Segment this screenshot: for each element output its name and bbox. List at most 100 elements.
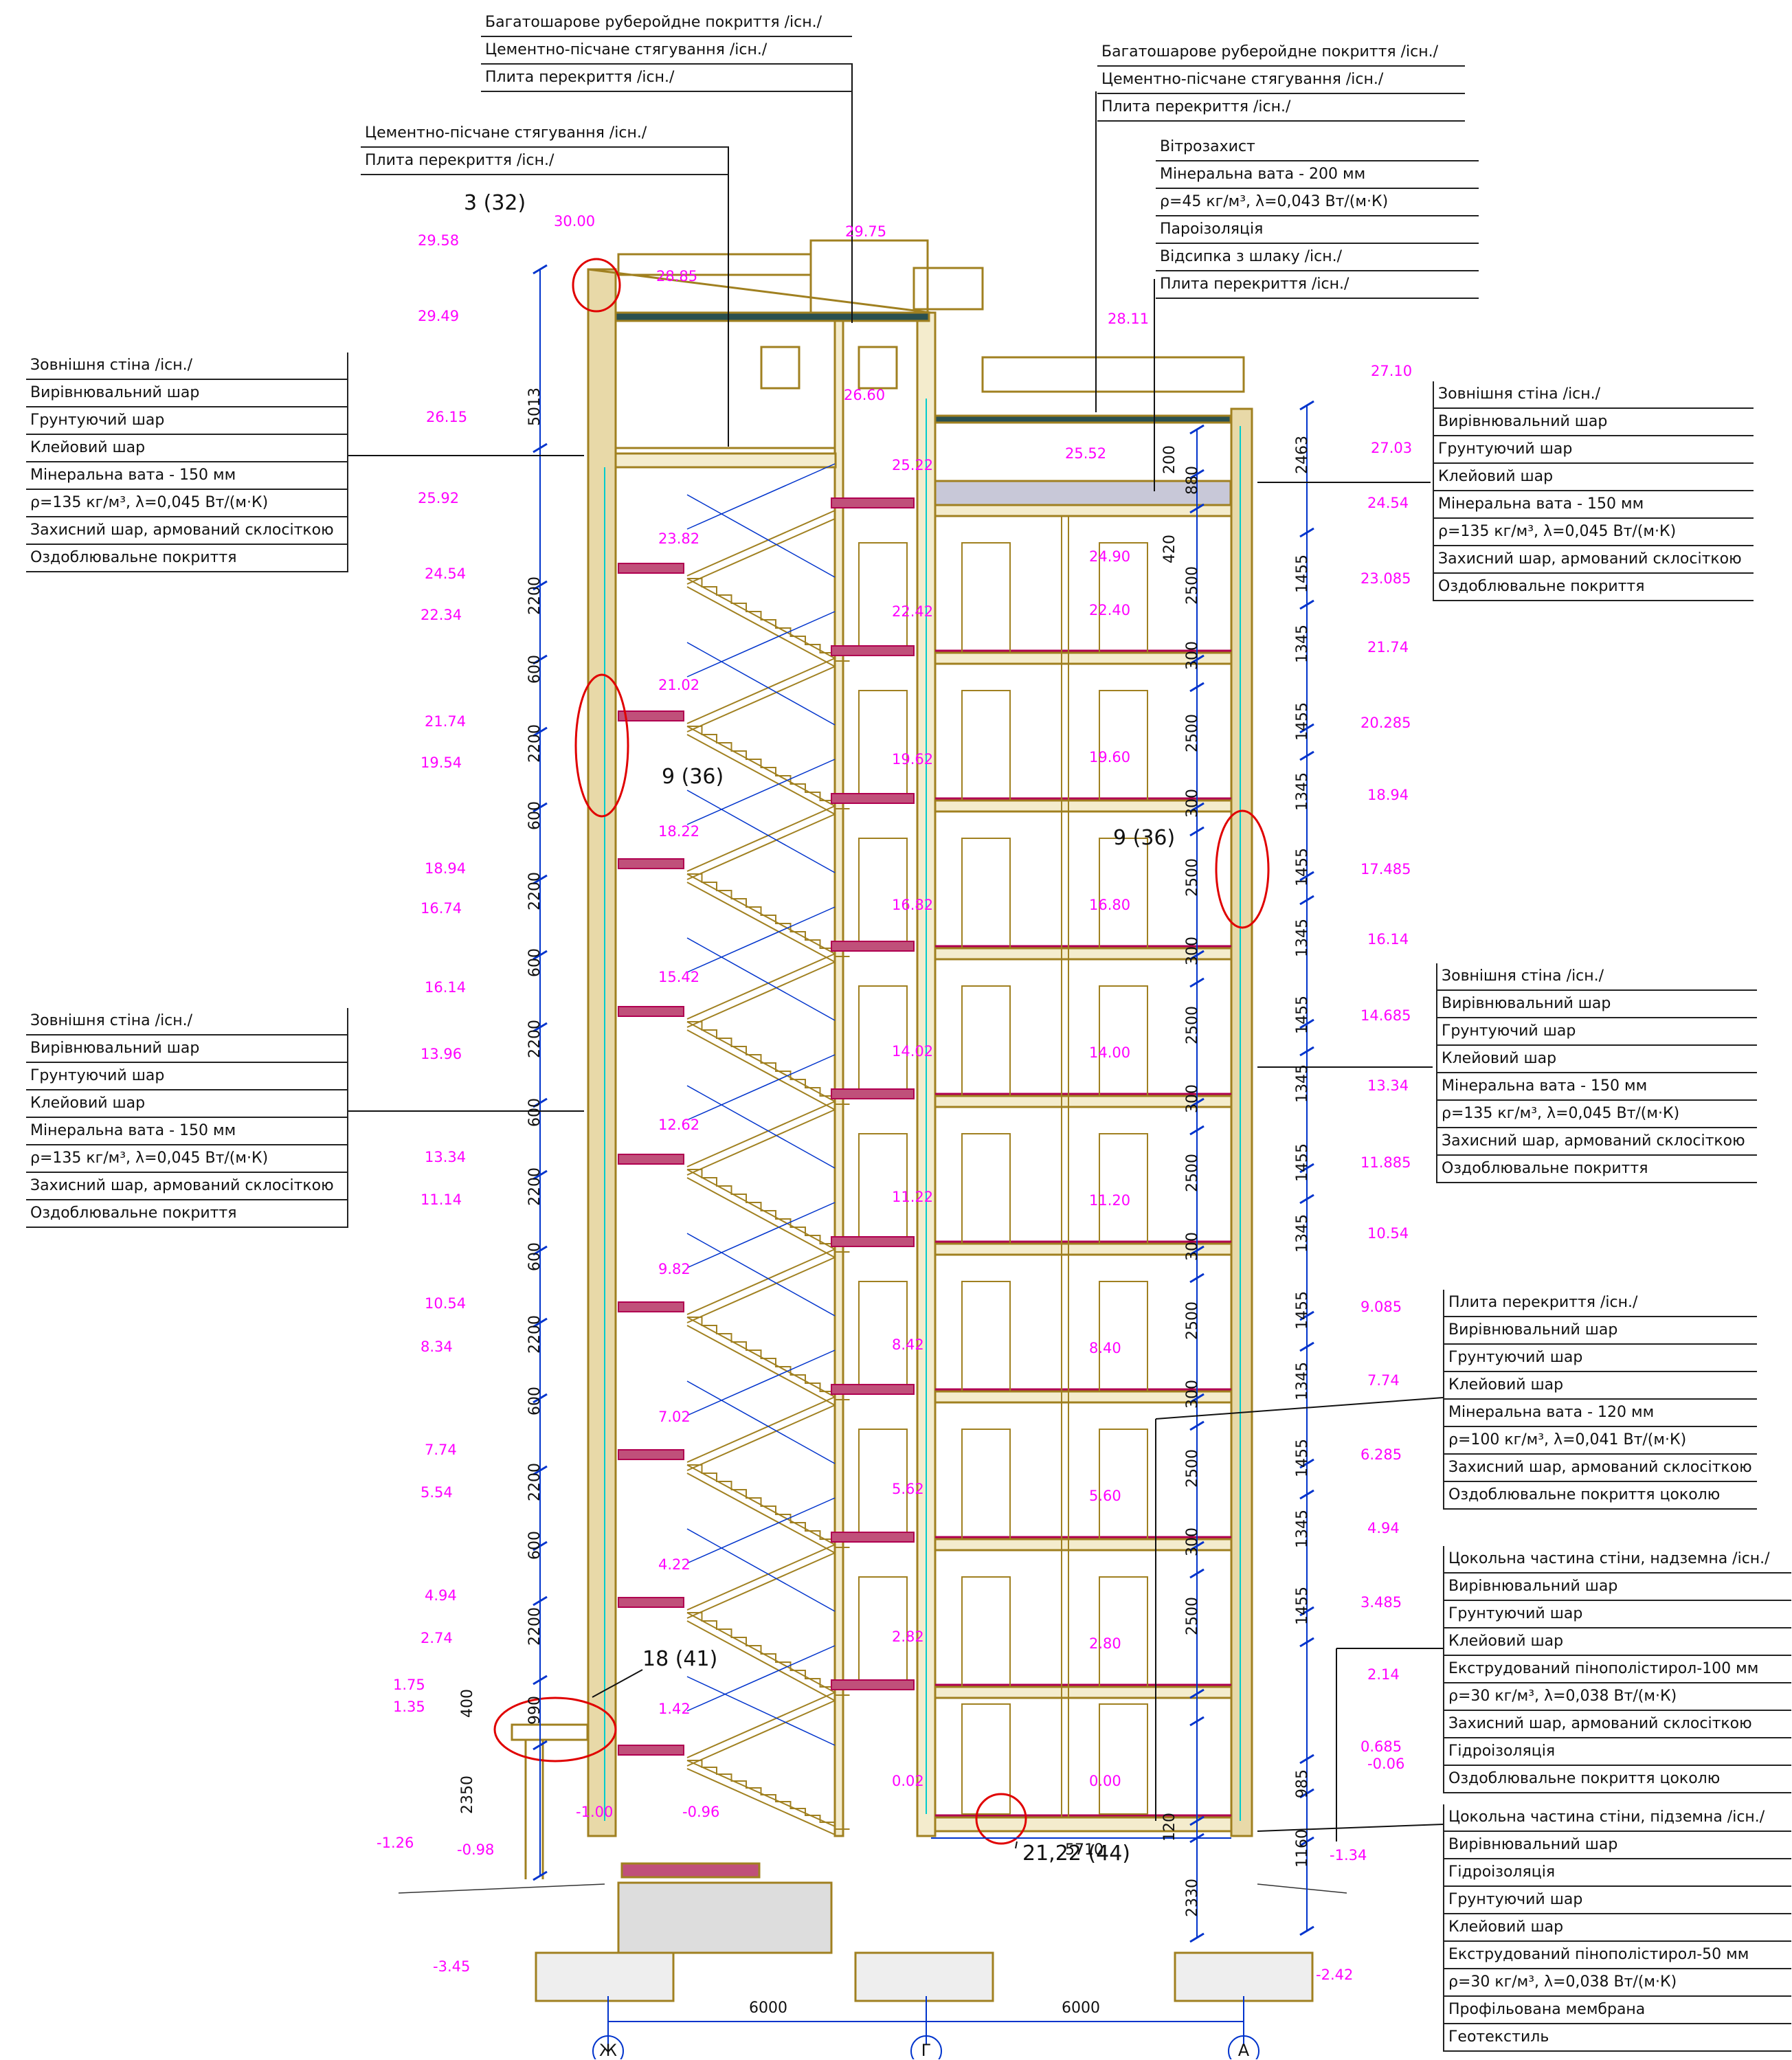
stair-railing <box>686 1645 836 1712</box>
elevation-mark: 1.42 <box>658 1701 691 1717</box>
ground-hatch <box>398 1883 1347 1894</box>
stair-steps <box>687 873 850 957</box>
elevation-mark: 5.54 <box>421 1484 453 1501</box>
axis-label: Ж <box>599 2041 617 2060</box>
elevation-mark: 26.15 <box>426 409 468 425</box>
dimension-tick <box>1189 802 1205 813</box>
elevation-mark: 11.885 <box>1360 1154 1411 1171</box>
elevation-mark: 0.685 <box>1360 1738 1402 1755</box>
table-row: Плита перекриття /існ./ <box>1444 1290 1757 1317</box>
dimension-tick <box>533 1465 548 1476</box>
elevation-mark: 22.40 <box>1089 602 1131 618</box>
elevation-mark: 16.14 <box>1367 931 1409 948</box>
stair-railing <box>686 1350 836 1416</box>
table-row: Пароізоляція <box>1156 216 1479 244</box>
table-row: Захисний шар, армований склосіткою <box>26 1173 347 1200</box>
dimension-value: 400 <box>459 1689 476 1718</box>
elevation-mark: 9.82 <box>658 1261 691 1277</box>
axis-markers <box>592 2035 1259 2059</box>
table-row: ρ=135 кг/м³, λ=0,045 Вт/(м·К) <box>26 490 347 517</box>
table-row: Клейовий шар <box>1444 1628 1791 1656</box>
roof-mid-table: Цементно-пісчане стягування /існ./ Плита… <box>361 120 728 175</box>
dimension-value: 2200 <box>526 1607 544 1646</box>
stair-railing <box>686 790 836 873</box>
table-row: Клейовий шар <box>1434 464 1754 491</box>
stair-steps <box>687 1169 850 1253</box>
wall-left-top-table: Зовнішня стіна /існ./ Вирівнювальний шар… <box>26 352 348 572</box>
stair-landing <box>831 645 915 656</box>
dimension-value: 1345 <box>1294 919 1311 957</box>
stair-railing <box>686 759 836 825</box>
dimension-tick <box>1189 977 1205 988</box>
slab-finish-lines <box>935 649 1231 1817</box>
elevation-mark: 11.22 <box>892 1189 934 1205</box>
stair-flights <box>618 497 915 1835</box>
dimension-value: 200 <box>1161 445 1178 474</box>
table-row: Плита перекриття /існ./ <box>481 65 852 92</box>
dimension-value: 1345 <box>1294 1214 1311 1253</box>
stair-flight <box>686 1177 836 1258</box>
table-row: Зовнішня стіна /існ./ <box>1437 963 1757 991</box>
elevation-mark: 28.11 <box>1108 311 1150 327</box>
elevation-mark: 14.00 <box>1089 1044 1131 1061</box>
table-row: Мінеральна вата - 150 мм <box>26 462 347 490</box>
dimension-tick <box>533 264 548 275</box>
table-row: Плита перекриття /існ./ <box>1097 94 1465 122</box>
dimension-value: 1455 <box>1294 1587 1311 1625</box>
table-row: Зовнішня стіна /існ./ <box>26 352 347 380</box>
table-row: Гідроізоляція <box>1444 1859 1791 1887</box>
dimension-value: 2500 <box>1184 1154 1201 1192</box>
stair-flight <box>686 1620 836 1701</box>
stair-landing <box>618 1006 684 1017</box>
stair-flight <box>686 1692 836 1758</box>
dimension-value: 6000 <box>749 2000 787 2017</box>
foundation <box>535 1881 1314 2002</box>
dimension-value: 1160 <box>1294 1829 1311 1868</box>
elevation-mark: 16.82 <box>892 897 934 913</box>
table-row: Клейовий шар <box>26 435 347 462</box>
stair-flight <box>686 805 836 872</box>
table-row: Мінеральна вата - 150 мм <box>1437 1073 1757 1101</box>
stair-landing <box>618 1301 684 1312</box>
table-row: Клейовий шар <box>1444 1914 1791 1942</box>
stair-flight <box>686 1101 836 1167</box>
table-row: Грунтуючий шар <box>26 1063 347 1090</box>
stair-landing <box>618 1449 684 1460</box>
dimension-value: 1345 <box>1294 625 1311 663</box>
elevation-mark: 4.94 <box>425 1587 457 1604</box>
elevation-mark: -0.96 <box>682 1804 720 1820</box>
stair-steps <box>687 1612 850 1696</box>
stair-flight <box>686 1396 836 1463</box>
table-row: Геотекстиль <box>1444 2024 1791 2052</box>
elevation-mark: 13.34 <box>1367 1077 1409 1094</box>
stair-flight <box>686 961 836 1028</box>
table-row: Мінеральна вата - 200 мм <box>1156 161 1479 189</box>
table-row: Вирівнювальний шар <box>1444 1832 1791 1859</box>
axis-label: А <box>1237 2041 1250 2060</box>
elevation-mark: 7.02 <box>658 1409 691 1425</box>
elevation-mark: 28.85 <box>656 268 698 284</box>
dimension-tick <box>1189 950 1205 961</box>
dimension-value: 2500 <box>1184 1301 1201 1340</box>
dimension-tick <box>533 874 548 885</box>
stair-steps <box>687 578 850 662</box>
dimension-value: 2200 <box>526 1167 544 1206</box>
stair-flight <box>686 1544 836 1611</box>
dimension-value: 1455 <box>1294 996 1311 1034</box>
stair-railing <box>686 1528 836 1612</box>
roof-left-table: Багатошарове руберойдне покриття /існ./ … <box>481 10 852 92</box>
table-row: Зовнішня стіна /існ./ <box>26 1008 347 1035</box>
stair-railing <box>686 1054 836 1121</box>
dimension-tick <box>1299 1163 1314 1174</box>
dimension-tick <box>1299 1836 1314 1847</box>
table-row: Грунтуючий шар <box>1444 1601 1791 1628</box>
dimension-tick <box>1189 1393 1205 1404</box>
table-row: Грунтуючий шар <box>1437 1018 1757 1046</box>
dimension-value: 1345 <box>1294 772 1311 811</box>
stair-landing <box>618 858 684 869</box>
stair-railing <box>686 1085 836 1169</box>
dimension-tick <box>1189 682 1205 693</box>
table-row: Вирівнювальний шар <box>1434 409 1754 436</box>
interior-partitions <box>858 515 1148 1817</box>
